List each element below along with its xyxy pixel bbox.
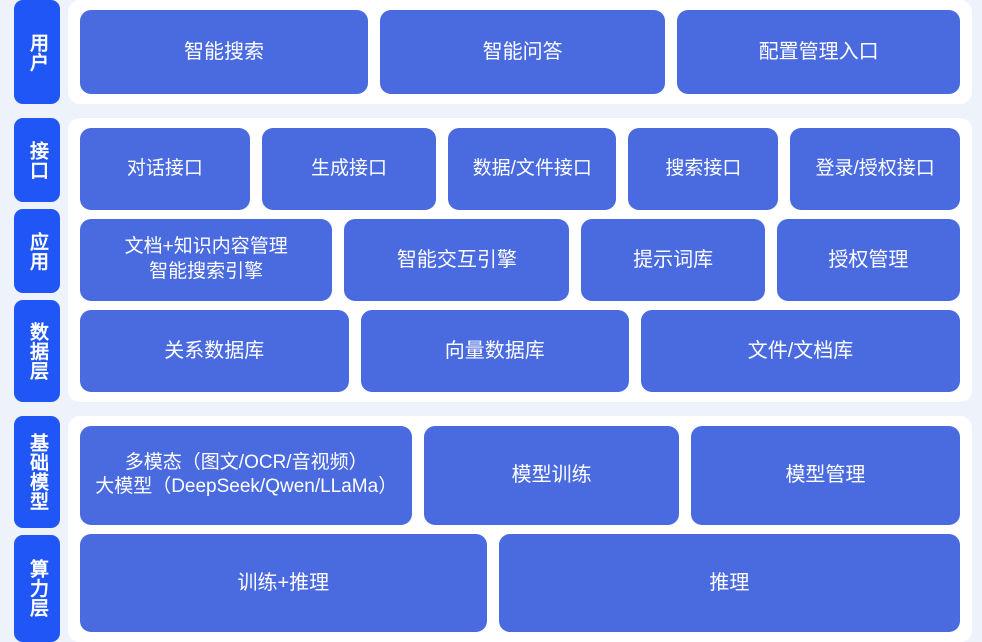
node-smart-qa[interactable]: 智能问答 xyxy=(380,10,666,94)
section-gap-lower xyxy=(0,402,982,416)
layer-label-base-model: 基础模型 xyxy=(14,416,60,528)
node-login-auth-api[interactable]: 登录/授权接口 xyxy=(790,128,960,210)
node-doc-knowledge-management[interactable]: 文档+知识内容管理 智能搜索引擎 xyxy=(80,219,333,301)
node-file-document-store[interactable]: 文件/文档库 xyxy=(641,310,960,392)
foundation-block: 基础模型 算力层 多模态（图文/OCR/音视频） 大模型（DeepSeek/Qw… xyxy=(0,416,982,642)
node-smart-search[interactable]: 智能搜索 xyxy=(80,10,368,94)
node-model-training[interactable]: 模型训练 xyxy=(424,426,679,525)
layer-label-application: 应用 xyxy=(14,209,60,293)
node-generation-api[interactable]: 生成接口 xyxy=(261,128,437,210)
layer-label-compute: 算力层 xyxy=(14,535,60,642)
users-row: 智能搜索 智能问答 配置管理入口 xyxy=(80,10,960,94)
node-data-file-api[interactable]: 数据/文件接口 xyxy=(448,128,617,210)
platform-block: 接口 应用 数据层 对话接口 生成接口 数据/文件接口 搜索接口 登录/授权接口… xyxy=(0,118,982,402)
node-prompt-library[interactable]: 提示词库 xyxy=(581,219,765,301)
application-row: 文档+知识内容管理 智能搜索引擎 智能交互引擎 提示词库 授权管理 xyxy=(80,219,960,301)
layer-label-users: 用户 xyxy=(14,0,60,104)
node-interaction-engine[interactable]: 智能交互引擎 xyxy=(344,219,570,301)
section-gap-upper xyxy=(0,104,982,118)
layer-label-data: 数据层 xyxy=(14,300,60,402)
layer-label-interface: 接口 xyxy=(14,118,60,202)
node-authorization-management[interactable]: 授权管理 xyxy=(776,219,960,301)
foundation-label-column: 基础模型 算力层 xyxy=(14,416,60,642)
node-multimodal-large-model[interactable]: 多模态（图文/OCR/音视频） 大模型（DeepSeek/Qwen/LLaMa） xyxy=(80,426,413,525)
node-model-management[interactable]: 模型管理 xyxy=(690,426,960,525)
node-training-inference[interactable]: 训练+推理 xyxy=(80,533,487,632)
base-model-row: 多模态（图文/OCR/音视频） 大模型（DeepSeek/Qwen/LLaMa）… xyxy=(80,426,960,525)
node-vector-database[interactable]: 向量数据库 xyxy=(360,310,629,392)
foundation-panel: 多模态（图文/OCR/音视频） 大模型（DeepSeek/Qwen/LLaMa）… xyxy=(68,416,972,642)
users-block: 用户 智能搜索 智能问答 配置管理入口 xyxy=(0,0,982,104)
node-inference[interactable]: 推理 xyxy=(498,533,960,632)
platform-panel: 对话接口 生成接口 数据/文件接口 搜索接口 登录/授权接口 文档+知识内容管理… xyxy=(68,118,972,402)
platform-rows: 对话接口 生成接口 数据/文件接口 搜索接口 登录/授权接口 文档+知识内容管理… xyxy=(80,128,960,392)
users-label-column: 用户 xyxy=(14,0,60,104)
foundation-rows: 多模态（图文/OCR/音视频） 大模型（DeepSeek/Qwen/LLaMa）… xyxy=(80,426,960,632)
interface-row: 对话接口 生成接口 数据/文件接口 搜索接口 登录/授权接口 xyxy=(80,128,960,210)
platform-label-column: 接口 应用 数据层 xyxy=(14,118,60,402)
node-dialog-api[interactable]: 对话接口 xyxy=(80,128,250,210)
users-rows: 智能搜索 智能问答 配置管理入口 xyxy=(80,10,960,94)
node-config-management-entry[interactable]: 配置管理入口 xyxy=(677,10,960,94)
compute-row: 训练+推理 推理 xyxy=(80,533,960,632)
data-row: 关系数据库 向量数据库 文件/文档库 xyxy=(80,310,960,392)
node-relational-database[interactable]: 关系数据库 xyxy=(80,310,349,392)
node-search-api[interactable]: 搜索接口 xyxy=(628,128,779,210)
users-panel: 智能搜索 智能问答 配置管理入口 xyxy=(68,0,972,104)
